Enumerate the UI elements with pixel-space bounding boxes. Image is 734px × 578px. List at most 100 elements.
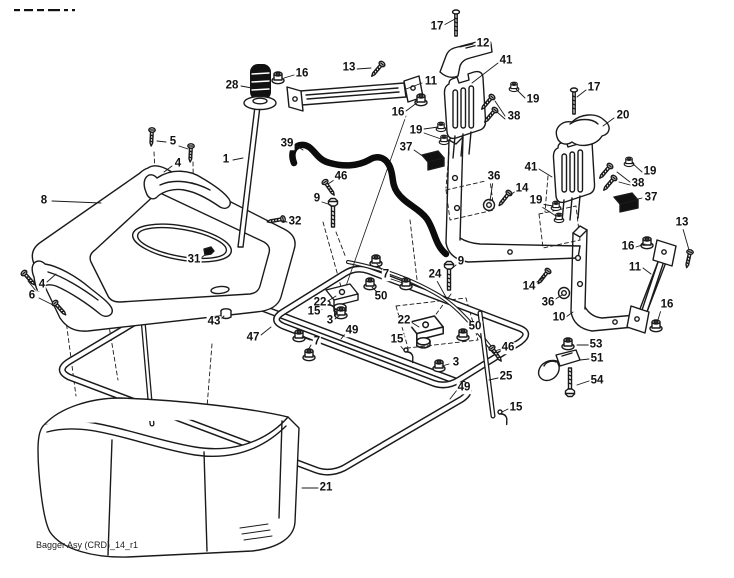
callout-16: 16 [390,106,406,119]
cropped-header-text-fragment [14,9,75,12]
callout-19: 19 [528,194,544,207]
callout-7: 7 [381,268,391,281]
callout-51: 51 [589,352,605,365]
nut-part-16 [640,236,654,250]
nut-part-16 [414,93,428,107]
screw-part-13 [368,59,387,80]
callout-46: 46 [500,341,516,354]
callout-15: 15 [306,305,322,318]
callout-25: 25 [498,370,514,383]
callout-9: 9 [312,192,322,205]
callout-54: 54 [589,374,605,387]
callout-17: 17 [429,20,445,33]
callout-16: 16 [620,240,636,253]
grip-part-20 [555,114,610,147]
callout-39: 39 [279,137,295,150]
screw-part-38 [600,173,619,194]
nut-part-7 [369,254,383,268]
callout-38: 38 [630,177,646,190]
callout-11: 11 [627,261,643,274]
nut-part-7 [292,329,306,343]
callout-4: 4 [37,278,47,291]
bolt-part-54 [564,367,576,398]
clip-part-31 [203,246,215,256]
nut-part-53 [561,337,575,351]
washer-part-36 [557,286,571,300]
callout-16: 16 [294,67,310,80]
projection-line [345,115,407,287]
callout-15: 15 [389,333,405,346]
screw-part-14 [495,188,514,209]
screw-part-17 [569,87,579,115]
bag-part-21 [37,397,300,558]
callout-22: 22 [312,296,328,309]
drawing-footer-label: Bagger Asy (CRD)_14_r1 [36,540,139,550]
callout-4: 4 [173,157,183,170]
grip-part-28 [243,64,277,111]
callout-9: 9 [456,255,466,268]
callout-46: 46 [333,170,349,183]
callout-3: 3 [451,356,461,369]
callout-24: 24 [427,268,443,281]
bolt-part-9 [443,260,455,291]
callout-53: 53 [588,338,604,351]
callout-38: 38 [506,110,522,123]
callout-41: 41 [498,54,514,67]
nut-part-7 [302,348,316,362]
screw-part-14 [534,266,553,287]
callout-11: 11 [423,75,439,88]
callout-8: 8 [39,194,49,207]
callout-15: 15 [508,401,524,414]
callout-16: 16 [659,298,675,311]
callout-14: 14 [514,182,530,195]
callout-1: 1 [221,153,231,166]
screw-part-5 [186,142,196,163]
callout-19: 19 [642,165,658,178]
lid-handle-bracket-top [143,170,231,209]
callout-10: 10 [551,311,567,324]
callout-21: 21 [318,481,334,494]
nut-part-3 [334,306,348,320]
callout-49: 49 [344,324,360,337]
nut-part-16 [649,319,663,333]
latch-bracket-part-22-right [407,315,444,349]
callout-20: 20 [615,109,631,122]
nut-part-19 [438,134,450,146]
callout-19: 19 [408,124,424,137]
callout-7: 7 [312,335,322,348]
callout-50: 50 [467,320,483,333]
brace-part-11-left [286,75,424,112]
callout-12: 12 [475,37,491,50]
callout-47: 47 [245,331,261,344]
callout-32: 32 [287,215,303,228]
frame-rod-part-24 [346,260,496,354]
callout-37: 37 [398,141,414,154]
callout-49: 49 [456,381,472,394]
callout-13: 13 [674,216,690,229]
callout-14: 14 [521,280,537,293]
cap-part-37-left [421,150,445,171]
screw-part-5 [147,126,157,147]
callout-43: 43 [206,315,222,328]
callout-50: 50 [373,290,389,303]
washer-part-36 [482,198,496,212]
nut-part-16 [271,71,285,85]
nut-part-7 [399,277,413,291]
callout-28: 28 [224,79,240,92]
screw-part-17 [451,9,461,37]
nut-part-19 [623,156,635,168]
slotted-support-part-41-left [443,70,487,159]
bolt-part-9 [327,197,339,228]
callout-3: 3 [325,314,335,327]
callout-6: 6 [27,289,37,302]
callout-37: 37 [643,191,659,204]
callout-19: 19 [525,93,541,106]
nut-part-50 [363,277,377,291]
brace-part-11-right [626,239,677,334]
latch-part-51 [537,349,581,382]
cable-part-39 [289,141,450,258]
callout-36: 36 [540,296,556,309]
callout-41: 41 [523,161,539,174]
